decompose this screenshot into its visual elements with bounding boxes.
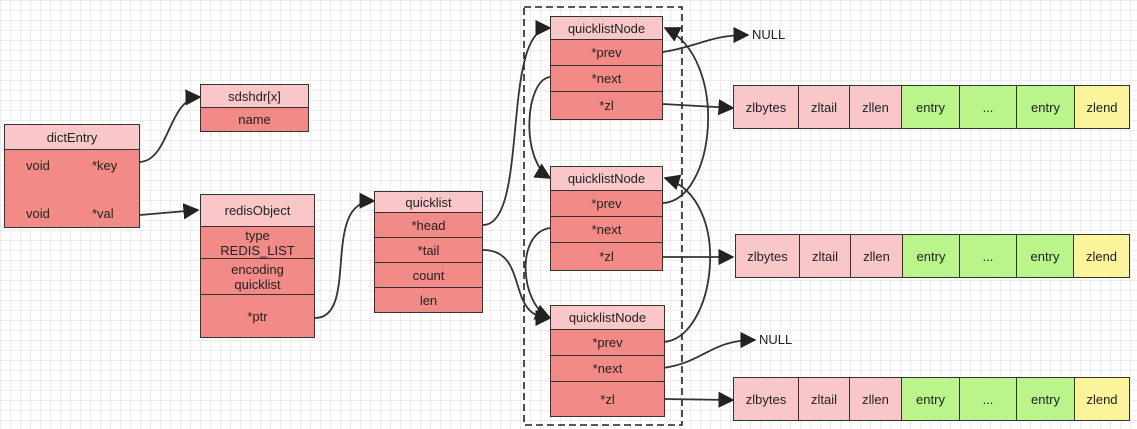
node-zl-field: *zl [550, 242, 663, 271]
ziplist-zltail: zltail [798, 377, 850, 421]
ziplist-entry: entry [902, 234, 960, 278]
ziplist-zlend: zlend [1073, 234, 1130, 278]
ziplist-zlend: zlend [1074, 85, 1130, 129]
ziplist-zllen: zllen [850, 234, 903, 278]
quicklist-tail-field: *tail [374, 237, 483, 263]
node-prev-field: *prev [550, 39, 663, 66]
ziplist-zlend: zlend [1074, 377, 1130, 421]
node-next-field: *next [550, 216, 663, 243]
ziplist-zllen: zllen [849, 377, 902, 421]
quicklist-node-2: quicklistNode *prev *next *zl [550, 166, 663, 271]
dictentry-body [4, 149, 140, 228]
ziplist-entry: entry [1016, 234, 1074, 278]
ziplist-entry: entry [1016, 377, 1075, 421]
dictentry-box: dictEntry void *key void *val [4, 124, 140, 228]
null-label-bottom: NULL [759, 332, 793, 347]
arrow-head-to-node1 [482, 19, 552, 226]
sdshdr-field: name [200, 107, 309, 132]
node-prev-field: *prev [550, 190, 663, 217]
arrow-node2-next-to-node3 [524, 227, 552, 320]
node-zl-field: *zl [550, 91, 663, 120]
quicklist-head-field: *head [374, 212, 483, 238]
ziplist-zllen: zllen [849, 85, 902, 129]
dictentry-title: dictEntry [4, 124, 140, 150]
quicklist-node-1: quicklistNode *prev *next *zl [550, 16, 663, 120]
arrow-node2-prev-to-node1 [662, 27, 709, 204]
redisobject-title: redisObject [200, 194, 315, 227]
quicklist-title: quicklist [374, 191, 483, 213]
arrow-node3-prev-to-node2 [662, 174, 711, 343]
node-prev-field: *prev [550, 329, 665, 356]
dictentry-val-type: void [26, 206, 50, 221]
sdshdr-box: sdshdr[x] name [200, 84, 309, 132]
ziplist-zlbytes: zlbytes [733, 377, 799, 421]
quicklist-count-field: count [374, 262, 483, 288]
ziplist-zlbytes: zlbytes [735, 234, 800, 278]
arrow-node1-prev-to-null [662, 26, 750, 53]
dictentry-key-name: *key [92, 158, 118, 173]
ziplist-3: zlbytes zltail zllen entry ... entry zle… [733, 377, 1130, 421]
ziplist-zlbytes: zlbytes [733, 85, 799, 129]
arrow-key-to-sdshdr [139, 89, 202, 163]
ziplist-zltail: zltail [799, 234, 851, 278]
redisobject-encoding: encoding quicklist [200, 258, 315, 295]
arrow-node1-next-to-node2 [528, 76, 552, 179]
arrow-node1-zl-to-ziplist1 [662, 99, 735, 116]
node-next-field: *next [550, 355, 665, 382]
quicklist-len-field: len [374, 287, 483, 313]
node-next-field: *next [550, 65, 663, 92]
arrow-node3-next-to-null [662, 331, 757, 369]
quicklist-node-3: quicklistNode *prev *next *zl [550, 305, 665, 417]
ziplist-ellipsis: ... [959, 85, 1017, 129]
ziplist-2: zlbytes zltail zllen entry ... entry zle… [735, 234, 1130, 278]
ziplist-entry: entry [901, 377, 960, 421]
ziplist-ellipsis: ... [959, 234, 1017, 278]
node-title: quicklistNode [550, 16, 663, 40]
ziplist-entry: entry [1016, 85, 1075, 129]
arrow-ptr-to-quicklist [314, 192, 376, 319]
sdshdr-title: sdshdr[x] [200, 84, 309, 108]
ziplist-entry: entry [901, 85, 960, 129]
redisobject-ptr: *ptr [200, 294, 315, 338]
ziplist-1: zlbytes zltail zllen entry ... entry zle… [733, 85, 1130, 129]
arrow-node3-zl-to-ziplist3 [664, 391, 735, 408]
redisobject-type: type REDIS_LIST [200, 226, 315, 259]
node-title: quicklistNode [550, 305, 665, 330]
dictentry-val-name: *val [92, 206, 114, 221]
ziplist-zltail: zltail [798, 85, 850, 129]
node-title: quicklistNode [550, 166, 663, 191]
arrow-tail-to-node3 [482, 249, 552, 327]
arrow-val-to-redisobject [139, 203, 200, 220]
dictentry-key-type: void [26, 158, 50, 173]
null-label-top: NULL [752, 27, 786, 42]
quicklist-box: quicklist *head *tail count len [374, 191, 483, 313]
redisobject-box: redisObject type REDIS_LIST encoding qui… [200, 194, 315, 338]
ziplist-ellipsis: ... [959, 377, 1017, 421]
node-zl-field: *zl [550, 381, 665, 417]
